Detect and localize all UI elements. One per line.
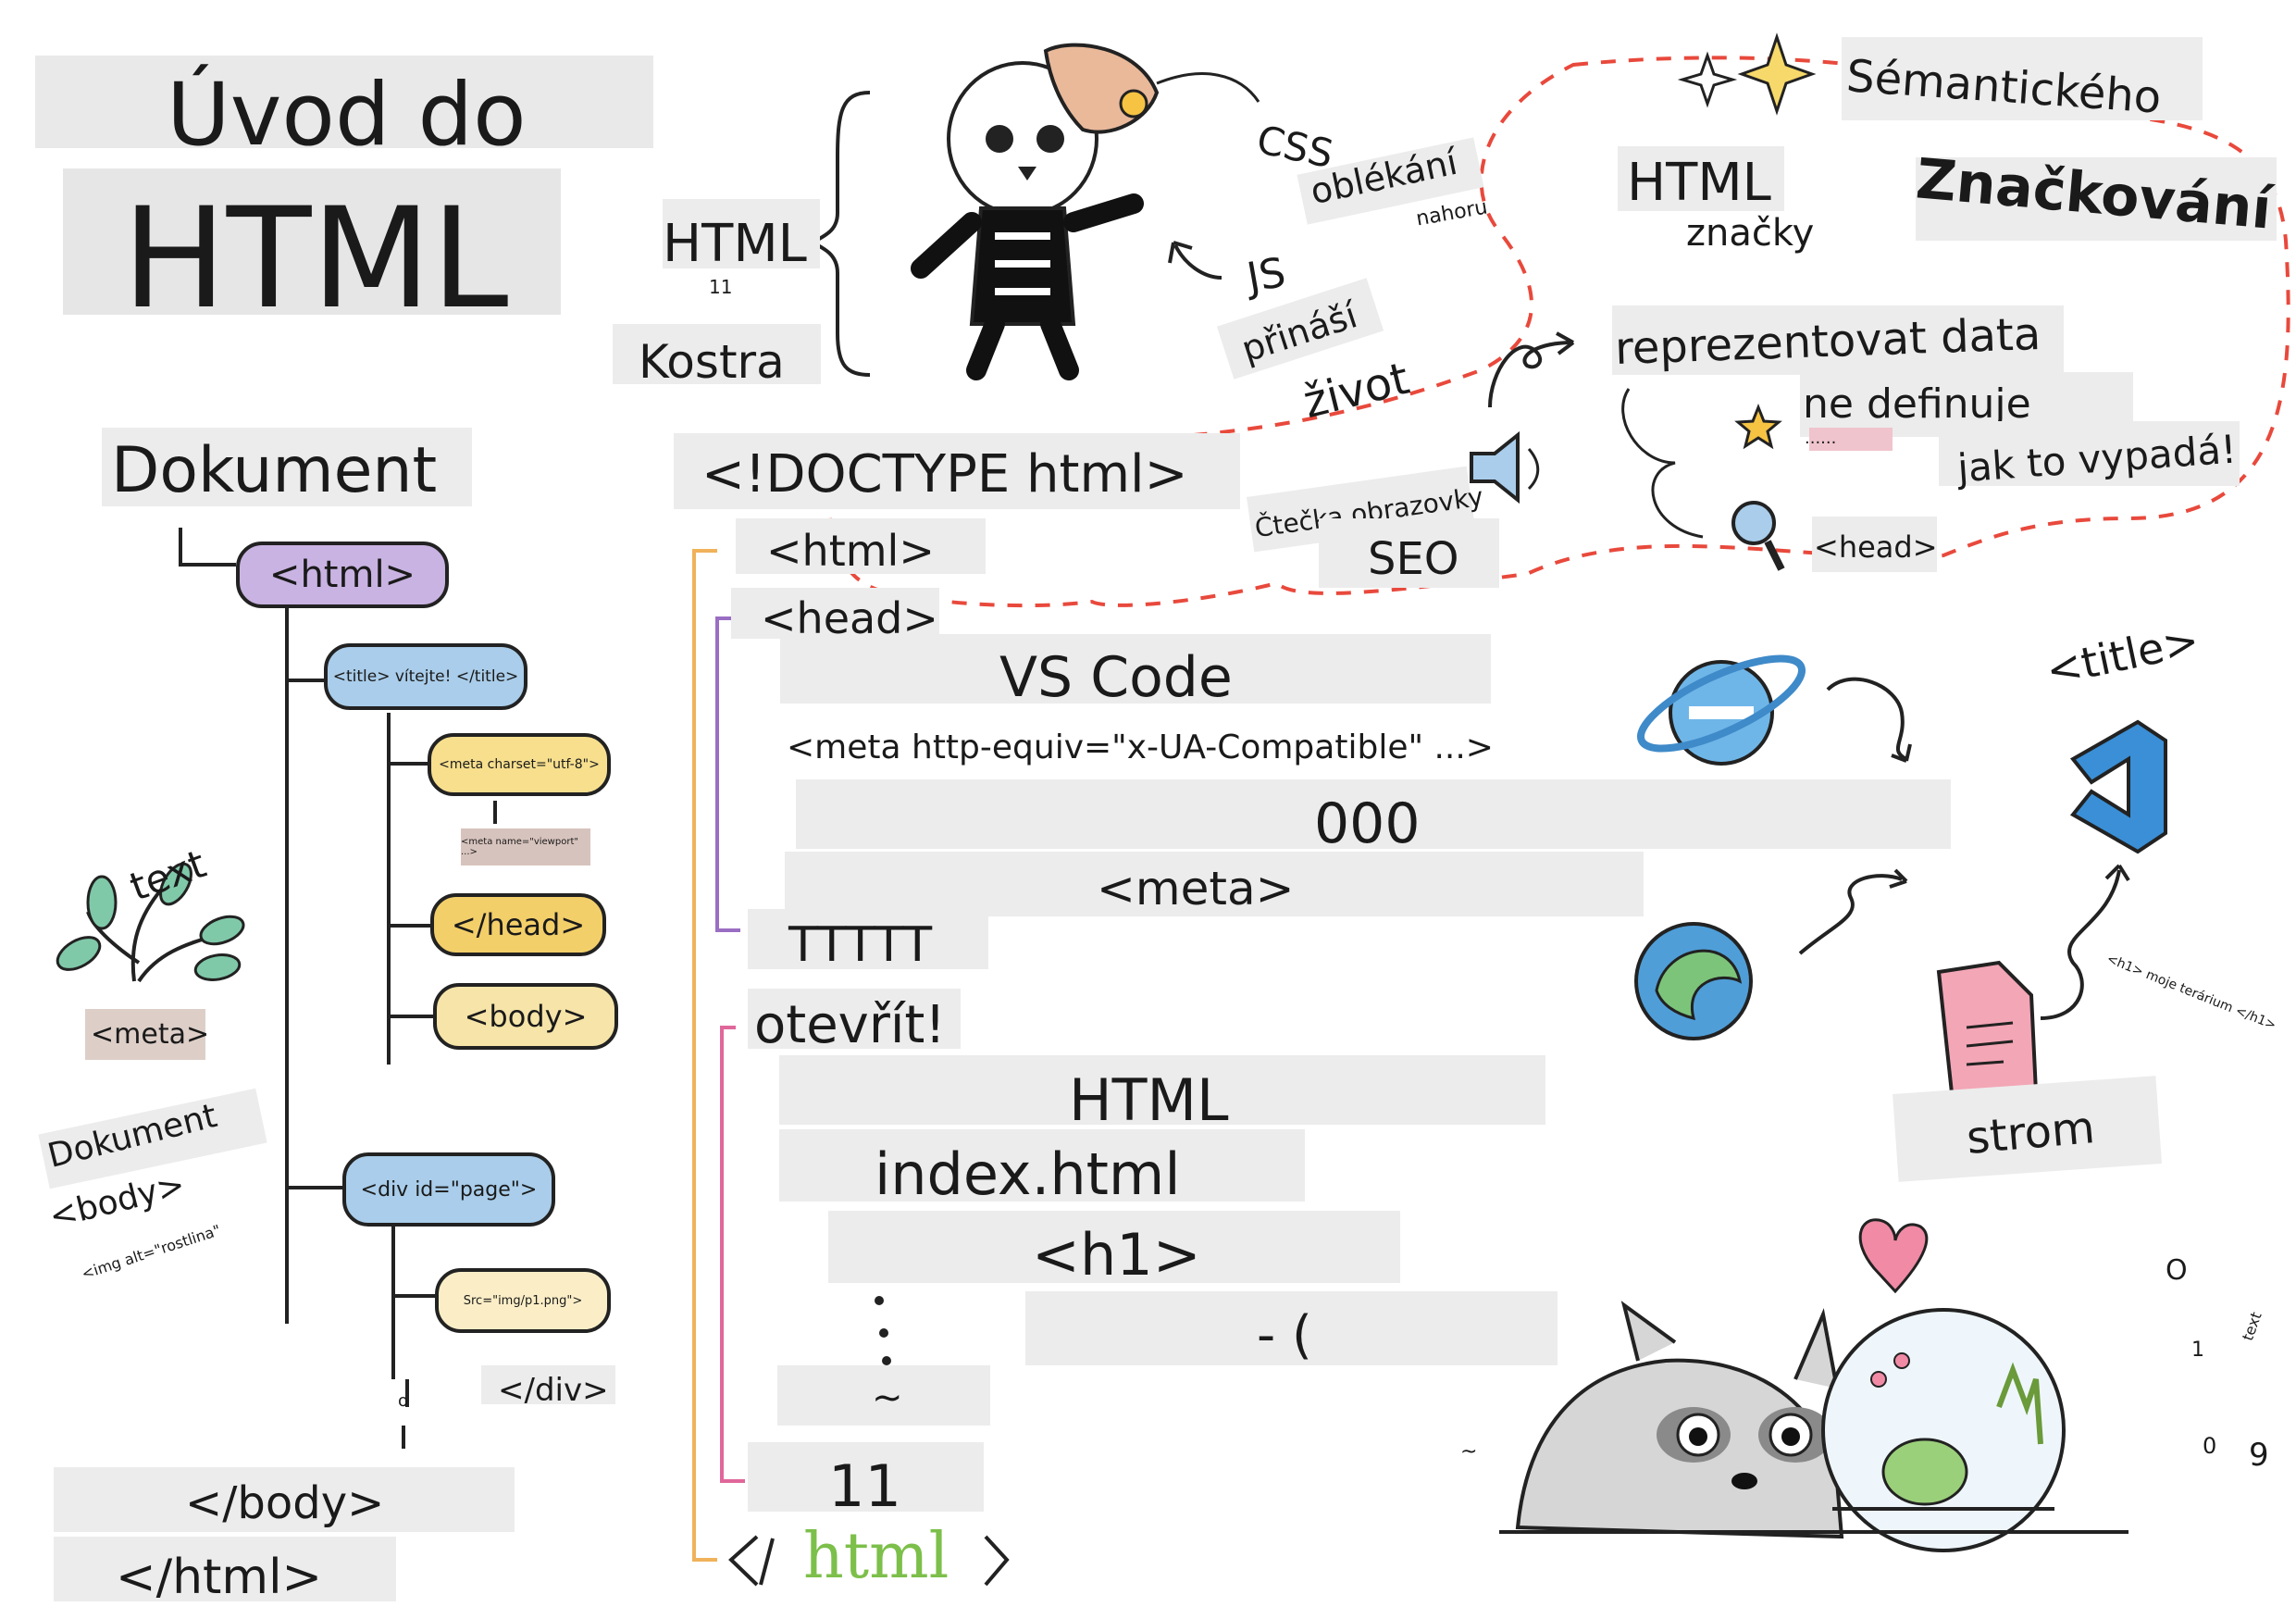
tree-html-close: </html> [116, 1550, 323, 1605]
code-vscode: VS Code [999, 645, 1233, 710]
cat-one: 1 [2191, 1339, 2204, 1362]
ne-definuje-label: ne definuje [1803, 380, 2031, 428]
edge-icon [1634, 922, 1753, 1040]
code-meta: <meta> [1097, 862, 1295, 915]
kostra-label: Kostra [639, 335, 785, 389]
tree-body-close: </body> [185, 1477, 385, 1529]
skeleton-illustration [911, 43, 1160, 380]
cat-tilde: ~ [1460, 1440, 1478, 1463]
meta-note: <meta> [91, 1018, 210, 1051]
tree-meta-charset-node: <meta charset="utf-8"> [428, 733, 611, 796]
dots-label: ...... [1805, 429, 1837, 448]
bracket-purple [715, 616, 740, 932]
heart-icon [1858, 1218, 1929, 1294]
cat-zero: 0 [2203, 1433, 2217, 1459]
tree-html-node: <html> [236, 542, 449, 608]
tree-body-node: <body> [433, 983, 618, 1050]
bracket-pink [720, 1026, 745, 1483]
raccoon-illustration [1515, 1301, 1844, 1539]
znacky-label: značky [1686, 212, 1815, 255]
seo-label: SEO [1368, 533, 1459, 585]
tree-div-node: <div id="page"> [342, 1152, 555, 1227]
star-icon [1734, 403, 1782, 450]
hat-line [1156, 72, 1260, 103]
js-label: JS [1243, 248, 1289, 303]
code-html-word: HTML [1069, 1066, 1229, 1134]
terrarium-illustration [1821, 1308, 2066, 1552]
vscode-icon [2069, 719, 2167, 854]
semantic-html-label: HTML [1627, 153, 1771, 213]
title-line-2: HTML [122, 179, 509, 340]
code-index: index.html [875, 1140, 1181, 1208]
tree-small-o: o [398, 1391, 409, 1411]
code-otevrit: otevřít! [754, 995, 946, 1055]
html-bracket-left [728, 1535, 759, 1587]
code-dash-paren: - ( [1257, 1305, 1312, 1365]
sparkle-icon [1737, 32, 1817, 116]
html-bracket-right [984, 1535, 1010, 1587]
semantic-head-tag: <head> [1814, 529, 1938, 565]
tree-div-close: </div> [498, 1372, 609, 1409]
code-eleven: 11 [828, 1452, 901, 1520]
tree-head-close-node: </head> [430, 893, 606, 956]
code-ttttt: TTTTT [788, 917, 933, 973]
plant-illustration [56, 862, 245, 983]
internet-explorer-icon [1636, 654, 1806, 766]
code-doctype: <!DOCTYPE html> [701, 444, 1188, 504]
browsers-strom: strom [1964, 1102, 2097, 1164]
bracket-orange [692, 549, 717, 1562]
skeleton-brace [808, 91, 871, 377]
tree-img-src-node: Src="img/p1.png"> [435, 1268, 611, 1333]
magnifier-icon [1731, 501, 1785, 571]
title-line-1: Úvod do [167, 65, 527, 166]
tree-meta-viewport-node: <meta name="viewport" ...> [461, 828, 590, 866]
document-file-icon [1936, 960, 2039, 1104]
code-head: <head> [761, 593, 938, 643]
skeleton-html-label: HTML [663, 214, 807, 274]
code-html-end: html [803, 1520, 949, 1593]
tree-title-node: <title> vítejte! </title> [324, 643, 527, 710]
cat-o: O [2166, 1254, 2188, 1287]
code-html: <html> [766, 526, 935, 576]
code-zeros: 000 [1314, 791, 1421, 856]
tree-root-line [179, 528, 236, 567]
skeleton-html-num: 11 [709, 276, 733, 298]
code-tilde: ~ [872, 1376, 903, 1419]
dokument-heading: Dokument [111, 434, 438, 507]
code-meta-http: <meta http-equiv="x-UA-Compatible" ...> [787, 729, 1494, 766]
code-h1: <h1> [1032, 1221, 1201, 1289]
js-arrow [1173, 244, 1222, 280]
speaker-icon [1470, 430, 1540, 504]
sparkle-icon [1677, 51, 1738, 108]
cat-nine: 9 [2249, 1437, 2269, 1474]
